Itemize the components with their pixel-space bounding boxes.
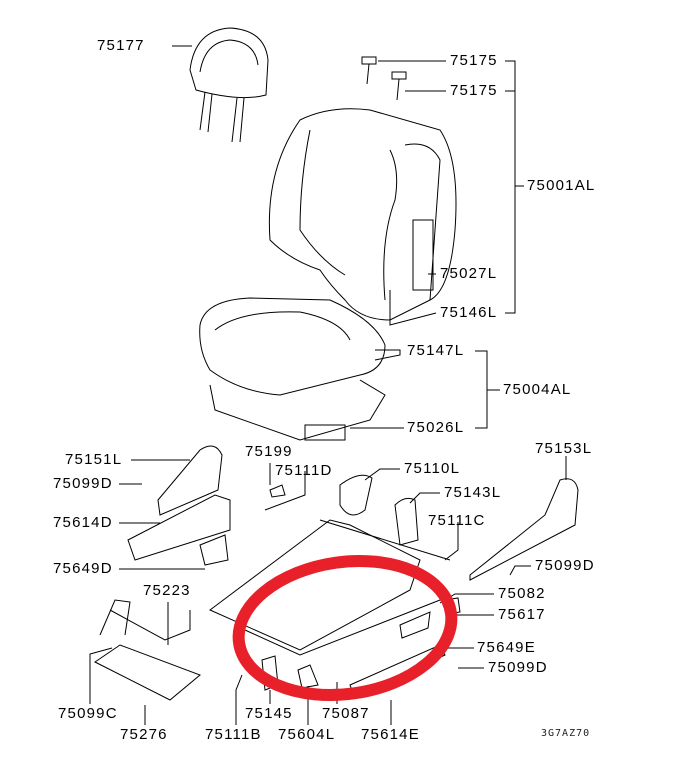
part-label-75151L[interactable]: 75151L	[65, 451, 123, 468]
part-label-75177[interactable]: 75177	[97, 37, 145, 54]
part-label-75276[interactable]: 75276	[120, 726, 168, 743]
part-label-75004AL[interactable]: 75004AL	[503, 381, 572, 398]
part-label-75111C[interactable]: 75111C	[428, 512, 486, 529]
part-label-75175[interactable]: 75175	[450, 52, 498, 69]
part-label-75111D[interactable]: 75111D	[275, 462, 333, 479]
part-label-75223[interactable]: 75223	[143, 582, 191, 599]
side-covers-drawing	[127, 445, 579, 615]
part-label-75110L[interactable]: 75110L	[404, 460, 461, 477]
part-label-75099D[interactable]: 75099D	[488, 659, 548, 676]
highlight-circle	[232, 554, 458, 702]
part-label-75143L[interactable]: 75143L	[444, 484, 502, 501]
part-label-75153L[interactable]: 75153L	[535, 440, 593, 457]
cushion-drawing	[199, 297, 386, 441]
part-label-75111B[interactable]: 75111B	[205, 726, 262, 743]
part-label-75649E[interactable]: 75649E	[477, 639, 536, 656]
part-label-75199[interactable]: 75199	[245, 443, 293, 460]
diagram-code: 3G7AZ70	[541, 728, 591, 739]
leader-lines	[89, 45, 567, 725]
part-label-75604L[interactable]: 75604L	[278, 726, 336, 743]
part-label-75649D[interactable]: 75649D	[53, 560, 113, 577]
part-label-75147L[interactable]: 75147L	[407, 342, 465, 359]
part-label-75001AL[interactable]: 75001AL	[527, 177, 596, 194]
under-tray-drawing	[94, 599, 201, 701]
headrest-guides-drawing	[361, 56, 407, 101]
part-label-75026L[interactable]: 75026L	[407, 419, 465, 436]
part-label-75099D[interactable]: 75099D	[535, 557, 595, 574]
part-label-75617[interactable]: 75617	[498, 606, 546, 623]
part-label-75614D[interactable]: 75614D	[53, 514, 113, 531]
part-label-75099C[interactable]: 75099C	[58, 705, 118, 722]
part-label-75099D[interactable]: 75099D	[53, 475, 113, 492]
part-label-75087[interactable]: 75087	[322, 705, 370, 722]
part-label-75145[interactable]: 75145	[245, 705, 293, 722]
part-label-75614E[interactable]: 75614E	[361, 726, 420, 743]
headrest-drawing	[189, 27, 269, 143]
part-label-75027L[interactable]: 75027L	[440, 265, 498, 282]
part-label-75146L[interactable]: 75146L	[440, 304, 498, 321]
part-label-75082[interactable]: 75082	[498, 585, 546, 602]
seatback-drawing	[268, 108, 457, 321]
part-label-75175[interactable]: 75175	[450, 82, 498, 99]
